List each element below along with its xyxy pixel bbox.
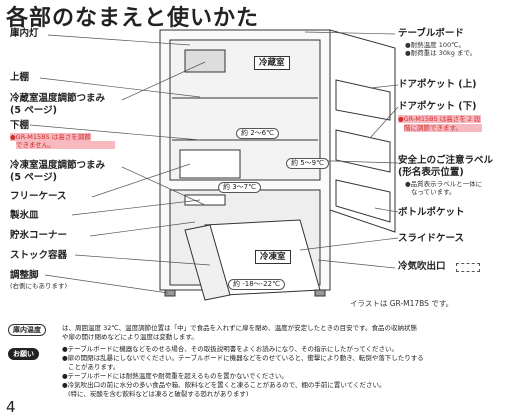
label-table-board: テーブルボード xyxy=(398,28,464,39)
safety-note-2: なっています。 xyxy=(411,188,456,196)
label-ice-tray: 製氷皿 xyxy=(10,210,39,221)
safety-note-1: ●品質表示ラベルと一体に xyxy=(405,180,483,188)
temp-door: 約 5～9℃ xyxy=(286,158,329,169)
temp-freezer: 約 -18～-22℃ xyxy=(228,279,285,290)
page-title: 各部のなまえと使いかた xyxy=(6,6,260,31)
label-stock-container: ストック容器 xyxy=(10,250,68,261)
label-freezer-temp-knob-ref: (5 ページ) xyxy=(10,172,57,183)
label-inner-light: 庫内灯 xyxy=(10,28,39,39)
temp-free-case: 約 3～7℃ xyxy=(218,182,261,193)
label-door-pocket-upper: ドアポケット (上) xyxy=(398,79,477,90)
request-label: お願い xyxy=(8,348,39,360)
request-1: ●テーブルボードに機器などをのせる場合、その取扱説明書をよくお読みになり、その指… xyxy=(62,345,399,353)
label-slide-case: スライドケース xyxy=(398,233,465,244)
request-2b: ことがあります。 xyxy=(68,363,120,371)
label-safety: 安全上のご注意ラベル xyxy=(398,155,494,166)
door-pocket-note-1: ●GR-M15BS は高さを 2 段 xyxy=(398,115,481,123)
request-4: ●冷気吹出口の前に水分の多い食品や箱、飲料などを置くと凍ることがあるので、棚の手… xyxy=(62,381,386,389)
label-fridge-temp-knob: 冷蔵室温度調節つまみ xyxy=(10,93,106,104)
door-pocket-note-2: 階に調節できます。 xyxy=(404,124,482,132)
fridge-room-label: 冷蔵室 xyxy=(254,56,290,70)
lower-shelf-note-2: できません。 xyxy=(16,141,115,149)
cold-air-outlet-icon xyxy=(456,263,480,272)
label-door-pocket-lower: ドアポケット (下) xyxy=(398,101,477,112)
temp-fridge-shelf: 約 2～6℃ xyxy=(236,128,279,139)
illustration-note: イラストは GR-M17BS です。 xyxy=(350,299,454,308)
inner-temp-text-2: や扉の開け閉めなどにより温度は変動します。 xyxy=(62,333,198,341)
label-lower-shelf: 下棚 xyxy=(10,120,30,131)
request-4b: (特に、炭酸を含む飲料などは凍ると破裂する恐れがあります) xyxy=(68,390,249,398)
leveling-legs-note: (右側にもあります) xyxy=(10,282,68,290)
inner-temp-label: 庫内温度 xyxy=(8,324,46,336)
label-ice-corner: 貯氷コーナー xyxy=(10,230,68,241)
label-cold-air-outlet: 冷気吹出口 xyxy=(398,261,446,272)
inner-temp-text-1: は、周囲温度 32℃、温度調節位置は「中」で食品を入れずに扉を閉め、温度が安定し… xyxy=(62,324,417,332)
label-safety-2: (形名表示位置) xyxy=(398,167,464,178)
label-leveling-legs: 調整脚 xyxy=(10,270,39,281)
lower-shelf-note-1: ●GR-M15BS は高さを調節 xyxy=(10,133,91,141)
label-free-case: フリーケース xyxy=(10,191,67,202)
table-board-note-1: ●耐熱温度 100℃。 xyxy=(405,41,465,49)
label-fridge-temp-knob-ref: (5 ページ) xyxy=(10,105,57,116)
label-bottle-pocket: ボトルポケット xyxy=(398,207,465,218)
freezer-room-label: 冷凍室 xyxy=(255,250,291,264)
label-upper-shelf: 上棚 xyxy=(10,72,30,83)
request-2: ●扉の開閉は乱暴にしないでください。テーブルボードに機器などをのせていると、衝撃… xyxy=(62,354,424,362)
request-3: ●テーブルボードには耐熱温度や耐荷重を超えるものを置かないでください。 xyxy=(62,372,288,380)
table-board-note-2: ●耐荷重は 30kg まで。 xyxy=(405,49,477,57)
page-number: 4 xyxy=(6,398,16,416)
label-freezer-temp-knob: 冷凍室温度調節つまみ xyxy=(10,160,106,171)
